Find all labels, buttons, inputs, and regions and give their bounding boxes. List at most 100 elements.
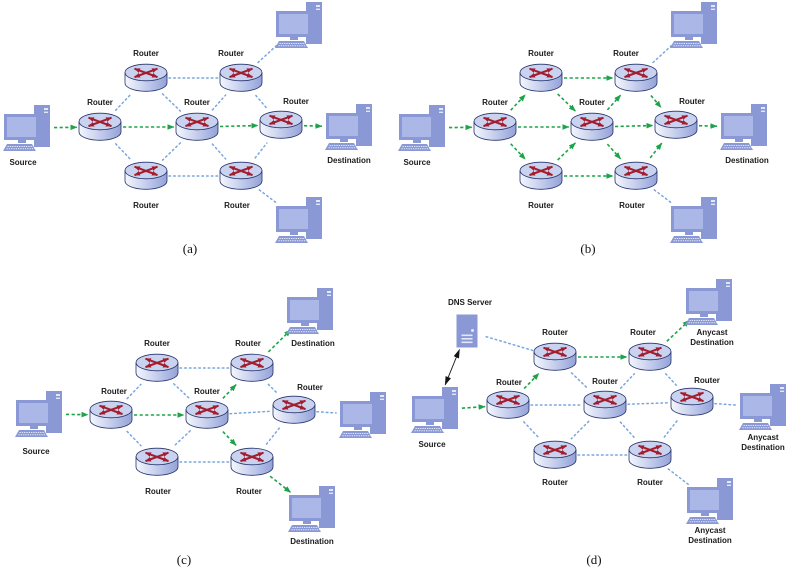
- router-icon: [136, 448, 178, 475]
- router-icon: [629, 441, 671, 468]
- node-label: Router: [694, 376, 720, 385]
- edge-blue-link: [619, 373, 636, 389]
- edge-blue-link: [173, 430, 191, 447]
- computer-icon: [397, 104, 446, 152]
- node-label: Source: [403, 158, 431, 167]
- edge-green-link: [510, 94, 526, 111]
- edge-green-link: [614, 122, 654, 129]
- node-label: Router: [235, 339, 261, 348]
- edge-blue-link: [267, 383, 279, 395]
- edge-blue-link: [664, 373, 678, 386]
- router-icon: [571, 113, 613, 140]
- node-label: Router: [297, 383, 323, 392]
- node-label: Router: [184, 98, 210, 107]
- edge-green-link: [666, 319, 690, 342]
- computer-icon: [274, 196, 323, 244]
- node-label: Router: [542, 328, 568, 337]
- panel-d: DNS ServerSourceRouterRouterRouterRouter…: [410, 278, 787, 567]
- node-label: Destination: [290, 537, 334, 546]
- router-icon: [534, 441, 576, 468]
- node-label: Destination: [327, 156, 371, 165]
- computer-icon: [410, 386, 459, 434]
- computer-icon: [285, 287, 334, 335]
- panel-caption: (b): [580, 241, 595, 256]
- router-icon: [520, 162, 562, 189]
- node-label: Destination: [725, 156, 769, 165]
- computer-icon: [2, 104, 51, 152]
- router-icon: [90, 401, 132, 428]
- router-icon: [615, 64, 657, 91]
- router-icon: [79, 113, 121, 140]
- router-icon: [260, 111, 302, 138]
- node-label: Router: [87, 98, 113, 107]
- node-label: Router: [592, 377, 618, 386]
- router-icon: [186, 401, 228, 428]
- router-icon: [520, 64, 562, 91]
- node-label: Router: [637, 478, 663, 487]
- edge-blue-link: [570, 372, 590, 390]
- edge-green-link: [510, 143, 526, 160]
- node-label: Source: [9, 158, 37, 167]
- edge-blue-link: [161, 142, 182, 161]
- node-label: Router: [236, 487, 262, 496]
- node-label: Router: [144, 339, 170, 348]
- edge-blue-link: [114, 94, 132, 111]
- node-label: Router: [528, 49, 554, 58]
- router-icon: [176, 113, 218, 140]
- edge-green-link: [523, 372, 540, 390]
- edge-blue-link: [627, 402, 670, 405]
- server-icon: [456, 314, 478, 348]
- computer-icon: [324, 103, 373, 151]
- node-label: Router: [145, 487, 171, 496]
- edge-blue-link: [667, 468, 690, 486]
- node-label: Router: [218, 49, 244, 58]
- edge-blue-link: [255, 94, 267, 109]
- node-label: Router: [528, 201, 554, 210]
- edge-green-link: [222, 384, 237, 399]
- router-icon: [615, 162, 657, 189]
- edge-green-link: [557, 93, 576, 112]
- edge-blue-link: [114, 143, 132, 160]
- edge-blue-link: [211, 94, 227, 111]
- edge-blue-link: [316, 410, 337, 414]
- computer-icon: [669, 1, 718, 49]
- edge-blue-link: [161, 93, 182, 112]
- computer-icon: [669, 196, 718, 244]
- node-label: Router: [224, 201, 250, 210]
- router-icon: [125, 162, 167, 189]
- node-label: Router: [482, 98, 508, 107]
- router-icon: [220, 162, 262, 189]
- edge-blue-link: [126, 383, 142, 400]
- router-icon: [629, 343, 671, 370]
- router-icon: [655, 111, 697, 138]
- edge-blue-link: [265, 427, 281, 445]
- node-label: Router: [194, 387, 220, 396]
- edge-green-link: [649, 142, 663, 159]
- edge-blue-link: [653, 189, 674, 205]
- node-label: Router: [679, 97, 705, 106]
- edge-blue-link: [619, 421, 636, 439]
- router-icon: [534, 343, 576, 370]
- edge-green-link: [461, 404, 486, 410]
- node-label: Router: [542, 478, 568, 487]
- computer-icon: [14, 390, 63, 438]
- node-label: DNS Server: [448, 298, 492, 307]
- edge-green-link: [219, 122, 259, 129]
- edge-blue-link: [211, 143, 227, 160]
- panel-caption: (a): [183, 241, 197, 256]
- edge-blue-link: [126, 430, 142, 447]
- router-icon: [474, 113, 516, 140]
- router-icon: [273, 396, 315, 423]
- edge-blue-link: [173, 383, 191, 400]
- edge-blue-link: [523, 421, 540, 439]
- panel-c: SourceRouterRouterRouterRouterRouterRout…: [14, 287, 387, 567]
- edge-blue-link: [254, 142, 268, 159]
- router-icon: [231, 354, 273, 381]
- edge-blue-link: [258, 189, 279, 205]
- edge-green-link: [303, 123, 323, 129]
- edge-green-link: [650, 94, 662, 109]
- edge-black-link: [444, 349, 460, 386]
